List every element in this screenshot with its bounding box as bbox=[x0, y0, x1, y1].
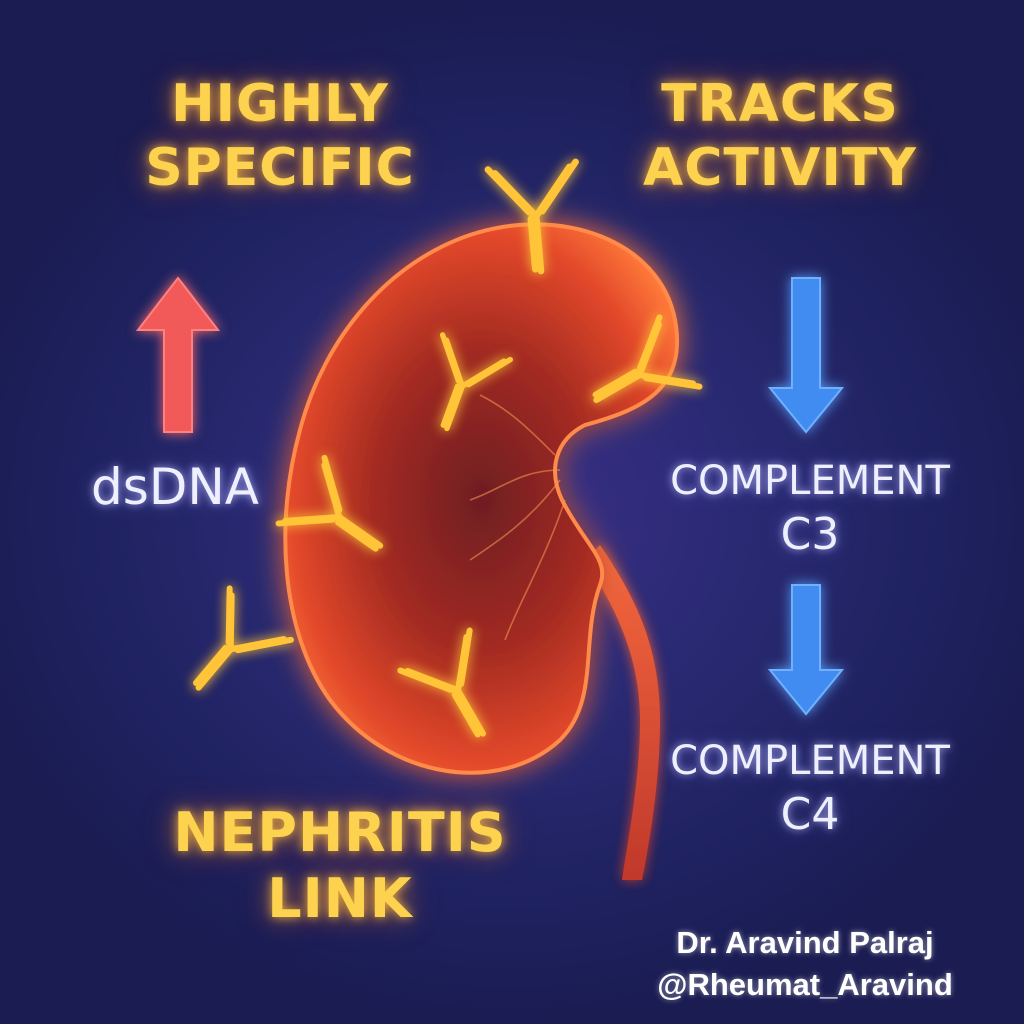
complement-c4-label: COMPLEMENT C4 bbox=[640, 735, 980, 843]
kidney-vessels bbox=[469, 394, 566, 641]
complement-value: C3 bbox=[780, 509, 840, 560]
down-arrow-icon bbox=[767, 277, 845, 716]
up-arrow-icon bbox=[135, 276, 221, 433]
author-credit: Dr. Aravind Palraj @Rheumat_Aravind bbox=[600, 922, 1010, 1006]
complement-title: COMPLEMENT bbox=[670, 738, 950, 784]
headline-nephritis-link: NEPHRITIS LINK bbox=[130, 800, 550, 932]
complement-title: COMPLEMENT bbox=[670, 458, 950, 504]
author-name: Dr. Aravind Palraj bbox=[676, 925, 934, 960]
dsdna-label: dsDNA bbox=[91, 458, 259, 516]
author-handle: @Rheumat_Aravind bbox=[657, 967, 953, 1002]
headline-line: HIGHLY bbox=[171, 74, 389, 134]
headline-line: TRACKS bbox=[661, 74, 899, 134]
kidney-icon bbox=[283, 222, 679, 775]
headline-line: LINK bbox=[267, 867, 413, 930]
complement-value: C4 bbox=[780, 789, 840, 840]
headline-line: NEPHRITIS bbox=[173, 801, 507, 864]
headline-highly-specific: HIGHLY SPECIFIC bbox=[120, 72, 440, 200]
complement-c3-label: COMPLEMENT C3 bbox=[640, 455, 980, 563]
headline-line: SPECIFIC bbox=[145, 138, 415, 198]
headline-line: ACTIVITY bbox=[643, 138, 917, 198]
headline-tracks-activity: TRACKS ACTIVITY bbox=[610, 72, 950, 200]
ureter bbox=[585, 545, 660, 880]
